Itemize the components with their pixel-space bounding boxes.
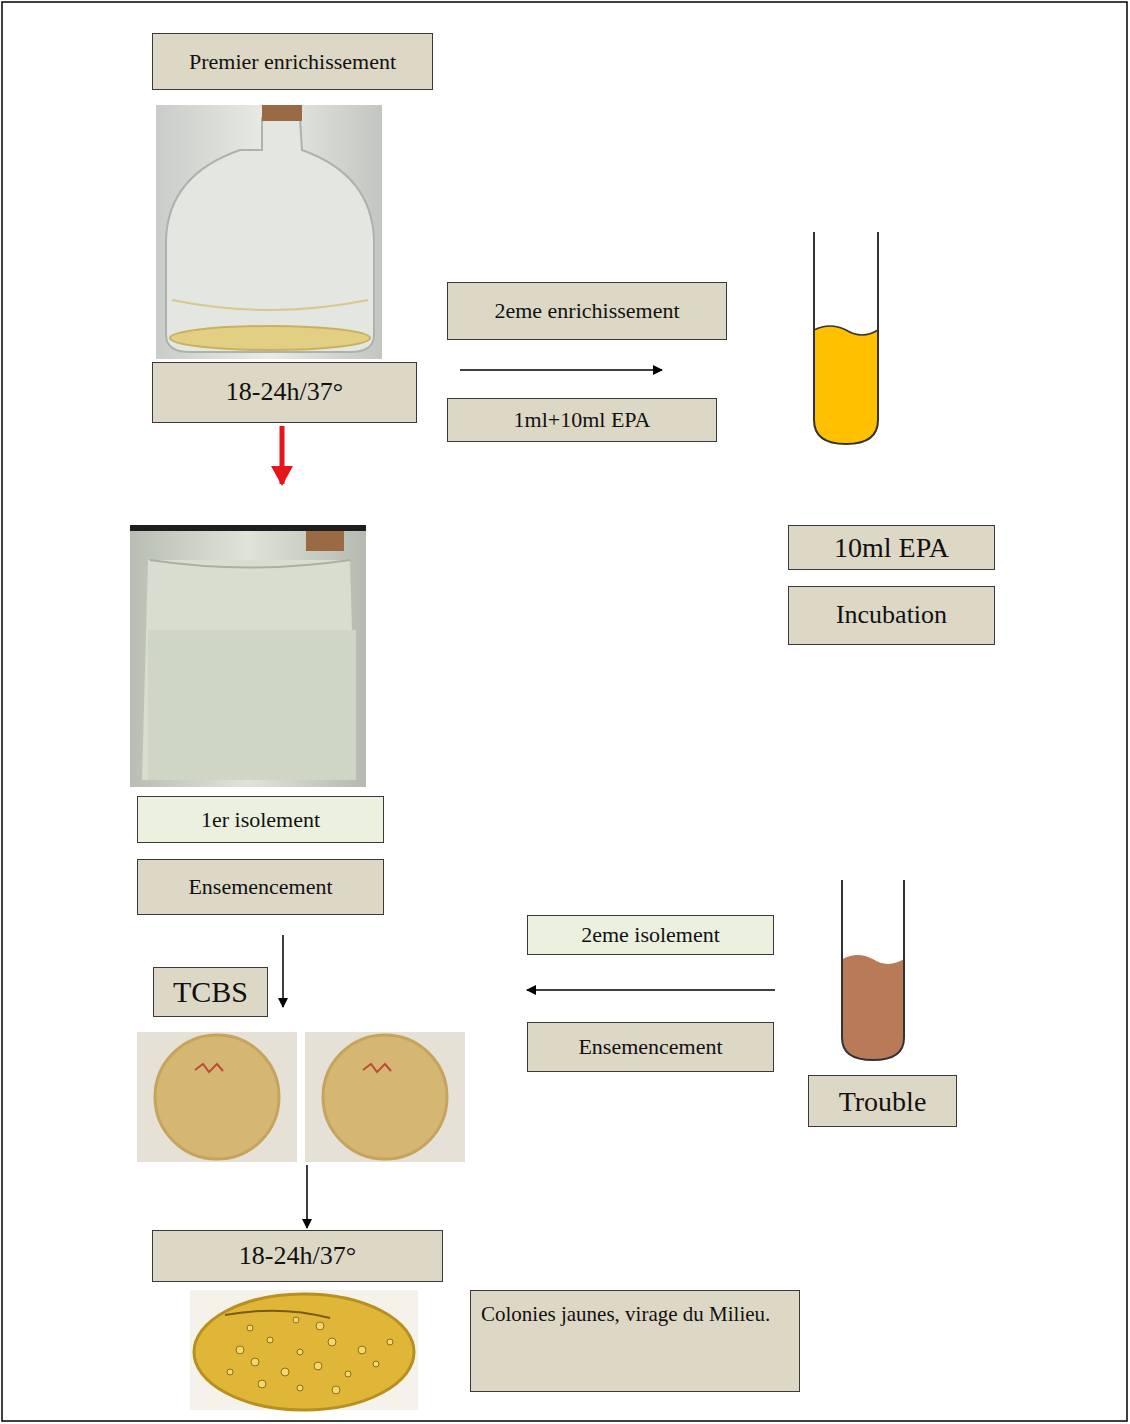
box-label: Trouble [839, 1084, 927, 1119]
step-box: Incubation [788, 586, 995, 645]
process-arrow [460, 369, 662, 371]
box-label: TCBS [173, 973, 248, 1011]
box-label: 10ml EPA [834, 530, 949, 565]
box-label: 1ml+10ml EPA [514, 406, 651, 434]
condition-box: 18-24h/37° [152, 362, 417, 423]
step-box: 2eme enrichissement [447, 282, 727, 340]
plate-photo [137, 1032, 465, 1162]
box-label: Colonies jaunes, virage du Milieu. [481, 1295, 770, 1335]
volume-box: 10ml EPA [788, 525, 995, 570]
condition-box: 18-24h/37° [152, 1230, 443, 1282]
box-label: Ensemencement [578, 1033, 722, 1061]
box-label: 18-24h/37° [239, 1240, 356, 1273]
step-box: Ensemencement [137, 859, 384, 915]
box-label: 2eme enrichissement [494, 297, 679, 325]
box-label: 2eme isolement [581, 921, 720, 949]
box-label: 18-24h/37° [226, 376, 343, 409]
medium-box: TCBS [153, 967, 268, 1017]
process-arrow [282, 935, 284, 1007]
test-tube [842, 880, 904, 1060]
box-label: 1er isolement [201, 806, 320, 834]
box-label: Ensemencement [188, 873, 332, 901]
box-label: Incubation [836, 599, 947, 632]
plate-photo [190, 1290, 418, 1410]
step-box: 2eme isolement [527, 915, 774, 955]
process-arrow [280, 426, 285, 484]
process-arrow [527, 989, 775, 991]
test-tube [814, 232, 878, 444]
volume-box: 1ml+10ml EPA [447, 398, 717, 442]
box-label: Premier enrichissement [189, 48, 396, 76]
step-box: Premier enrichissement [152, 33, 433, 90]
process-arrow [306, 1165, 308, 1228]
step-box: Ensemencement [527, 1022, 774, 1072]
flask-photo [156, 105, 382, 359]
result-box: Colonies jaunes, virage du Milieu. [470, 1290, 800, 1392]
flask-photo [130, 525, 366, 787]
step-box: 1er isolement [137, 796, 384, 843]
result-box: Trouble [808, 1075, 957, 1127]
